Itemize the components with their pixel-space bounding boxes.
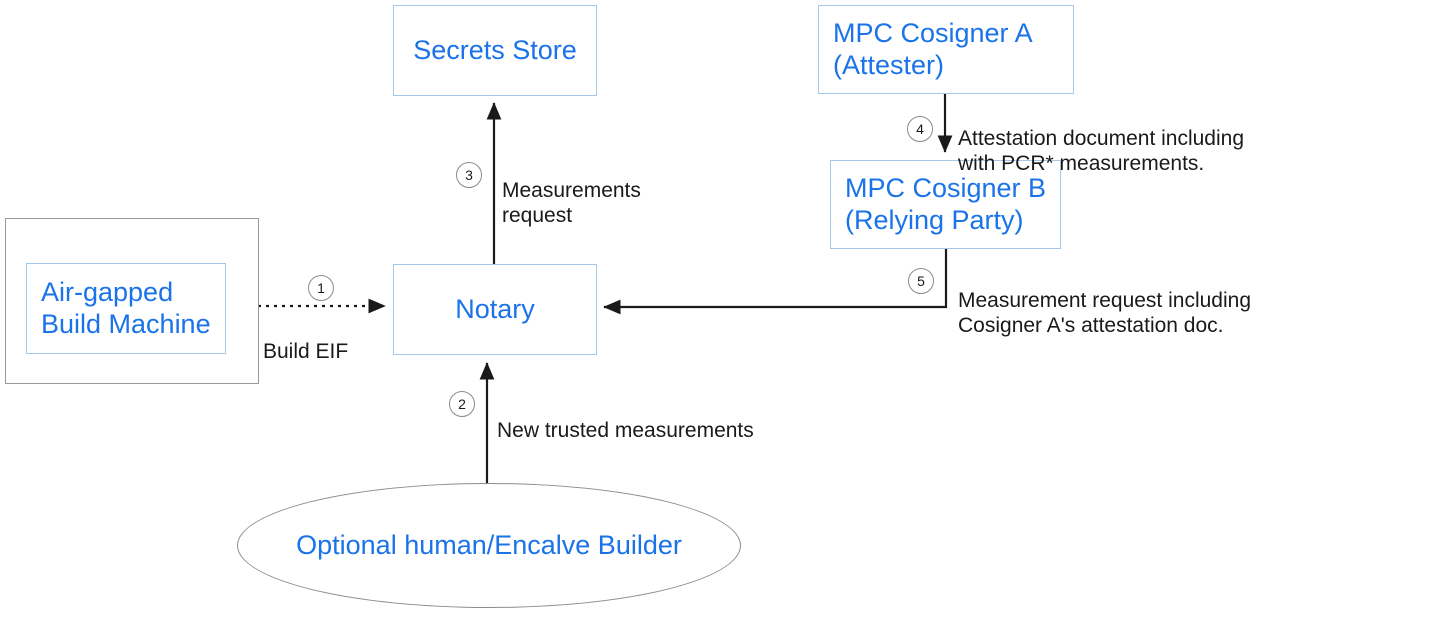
- step-badge-5-number: 5: [917, 273, 925, 289]
- step-badge-4: 4: [907, 116, 933, 142]
- step-badge-2-number: 2: [458, 396, 466, 412]
- node-optional-human-encalve-builder[interactable]: Optional human/Encalve Builder: [237, 483, 741, 608]
- step-badge-3: 3: [456, 162, 482, 188]
- node-air-gapped-build-machine-label: Air-gapped Build Machine: [41, 277, 211, 339]
- edge-label-step-1: Build EIF: [263, 313, 348, 364]
- node-mpc-cosigner-b[interactable]: MPC Cosigner B (Relying Party): [830, 160, 1061, 249]
- step-badge-1: 1: [308, 275, 334, 301]
- edge-label-step-4-text: Attestation document including with PCR*…: [958, 126, 1245, 176]
- node-mpc-cosigner-a[interactable]: MPC Cosigner A (Attester): [818, 5, 1074, 94]
- edge-label-step-4: Attestation document including with PCR*…: [958, 100, 1244, 177]
- node-mpc-cosigner-b-label: MPC Cosigner B (Relying Party): [845, 173, 1047, 235]
- edge-step-5: [603, 248, 948, 315]
- edge-label-step-3-text: Measurements request: [502, 178, 641, 228]
- node-notary-label: Notary: [455, 293, 535, 324]
- edge-label-step-2-text: New trusted measurements: [497, 418, 754, 442]
- step-badge-3-number: 3: [465, 167, 473, 183]
- node-secrets-store-label: Secrets Store: [413, 34, 577, 65]
- node-air-gapped-build-machine[interactable]: Air-gapped Build Machine: [26, 263, 226, 354]
- step-badge-2: 2: [449, 391, 475, 417]
- step-badge-1-number: 1: [317, 280, 325, 296]
- step-badge-5: 5: [908, 268, 934, 294]
- node-notary[interactable]: Notary: [393, 264, 597, 355]
- edge-label-step-1-text: Build EIF: [263, 339, 349, 363]
- edge-label-step-5-text: Measurement request including Cosigner A…: [958, 288, 1251, 338]
- node-secrets-store[interactable]: Secrets Store: [393, 5, 597, 96]
- node-mpc-cosigner-a-label: MPC Cosigner A (Attester): [833, 18, 1033, 80]
- edge-label-step-5: Measurement request including Cosigner A…: [958, 262, 1251, 339]
- node-optional-human-encalve-builder-label: Optional human/Encalve Builder: [296, 530, 682, 560]
- edge-label-step-2: New trusted measurements: [497, 392, 754, 443]
- step-badge-4-number: 4: [916, 121, 924, 137]
- edge-label-step-3: Measurements request: [502, 152, 641, 229]
